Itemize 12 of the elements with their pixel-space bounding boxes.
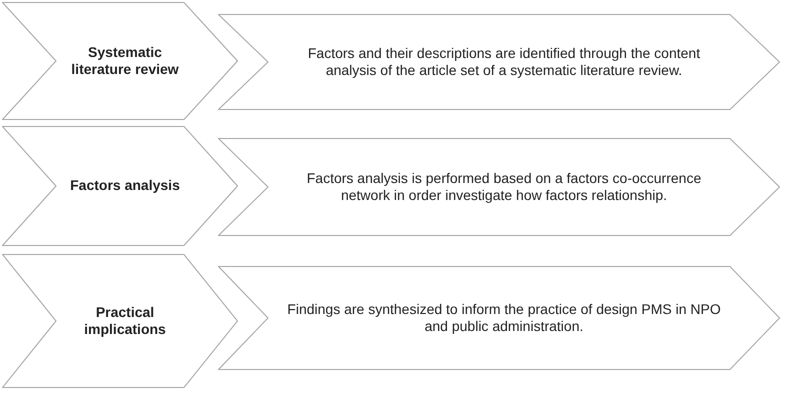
process-step: [2, 126, 238, 246]
step-description-panel: [218, 266, 780, 370]
step-description-panel: [218, 14, 780, 110]
step-description-panel: [218, 138, 780, 236]
process-step: [2, 2, 238, 120]
step-title: Practical implications: [83, 304, 167, 338]
step-description: Findings are synthesized to inform the practice of design PMS in NPO and public administration.: [286, 300, 722, 336]
step-description: Factors and their descriptions are identified through the content analysis of the article set of a systematic literature review.: [306, 44, 702, 80]
process-step: [2, 254, 238, 388]
step-title: Factors analysis: [70, 177, 180, 195]
step-title: Systematic literature review: [70, 44, 180, 78]
step-description: Factors analysis is performed based on a factors co-occurrence network in order investigate how factors relationship.: [306, 170, 702, 204]
